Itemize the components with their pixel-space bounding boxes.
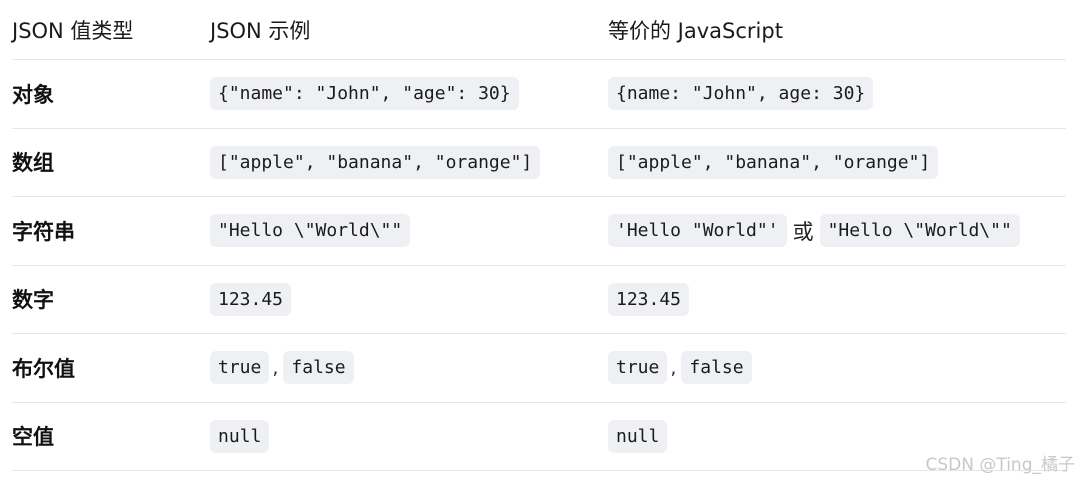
- js-code: {name: "John", age: 30}: [608, 77, 874, 111]
- js-code-double-quoted: "Hello \"World\"": [819, 214, 1020, 248]
- type-cell: 对象: [12, 82, 54, 107]
- type-cell: 布尔值: [12, 356, 75, 381]
- table-row: 对象 {"name": "John", "age": 30} {name: "J…: [12, 60, 1066, 129]
- table-row: 字符串 "Hello \"World\"" 'Hello "World"' 或 …: [12, 197, 1066, 266]
- js-code-false: false: [681, 351, 752, 385]
- json-example-cell: 123.45: [210, 282, 608, 316]
- js-code: ["apple", "banana", "orange"]: [608, 145, 939, 179]
- header-json-example: JSON 示例: [210, 18, 311, 43]
- json-example-cell: {"name": "John", "age": 30}: [210, 77, 608, 111]
- json-code: null: [210, 419, 270, 453]
- js-code-true: true: [608, 351, 668, 385]
- json-example-cell: "Hello \"World\"": [210, 214, 608, 248]
- comma-separator: ,: [272, 356, 279, 379]
- table-header-row: JSON 值类型 JSON 示例 等价的 JavaScript: [12, 0, 1066, 60]
- js-equivalent-cell: null: [608, 419, 1066, 453]
- json-code: 123.45: [210, 282, 292, 316]
- js-equivalent-cell: {name: "John", age: 30}: [608, 77, 1066, 111]
- json-code: ["apple", "banana", "orange"]: [210, 145, 541, 179]
- js-equivalent-cell: true , false: [608, 351, 1066, 385]
- json-example-cell: null: [210, 419, 608, 453]
- js-code-single-quoted: 'Hello "World"': [608, 214, 787, 248]
- type-cell: 字符串: [12, 219, 75, 244]
- json-example-cell: true , false: [210, 351, 608, 385]
- json-code-false: false: [283, 351, 354, 385]
- js-equivalent-cell: 123.45: [608, 282, 1066, 316]
- json-code: "Hello \"World\"": [210, 214, 411, 248]
- table-row: 布尔值 true , false true , false: [12, 334, 1066, 403]
- comma-separator: ,: [670, 356, 677, 379]
- json-types-table: JSON 值类型 JSON 示例 等价的 JavaScript 对象 {"nam…: [12, 0, 1066, 471]
- type-cell: 数字: [12, 288, 54, 313]
- js-code: 123.45: [608, 282, 690, 316]
- js-equivalent-cell: 'Hello "World"' 或 "Hello \"World\"": [608, 214, 1066, 248]
- json-example-cell: ["apple", "banana", "orange"]: [210, 145, 608, 179]
- watermark: CSDN @Ting_橘子: [925, 455, 1075, 475]
- type-cell: 数组: [12, 151, 54, 176]
- json-code-true: true: [210, 351, 270, 385]
- type-cell: 空值: [12, 425, 54, 450]
- or-text: 或: [792, 219, 814, 244]
- table-row: 空值 null null: [12, 403, 1066, 471]
- header-js-equivalent: 等价的 JavaScript: [608, 18, 783, 43]
- js-code: null: [608, 419, 668, 453]
- json-code: {"name": "John", "age": 30}: [210, 77, 519, 111]
- js-equivalent-cell: ["apple", "banana", "orange"]: [608, 145, 1066, 179]
- table-row: 数字 123.45 123.45: [12, 266, 1066, 334]
- table-row: 数组 ["apple", "banana", "orange"] ["apple…: [12, 129, 1066, 197]
- header-json-type: JSON 值类型: [12, 18, 134, 43]
